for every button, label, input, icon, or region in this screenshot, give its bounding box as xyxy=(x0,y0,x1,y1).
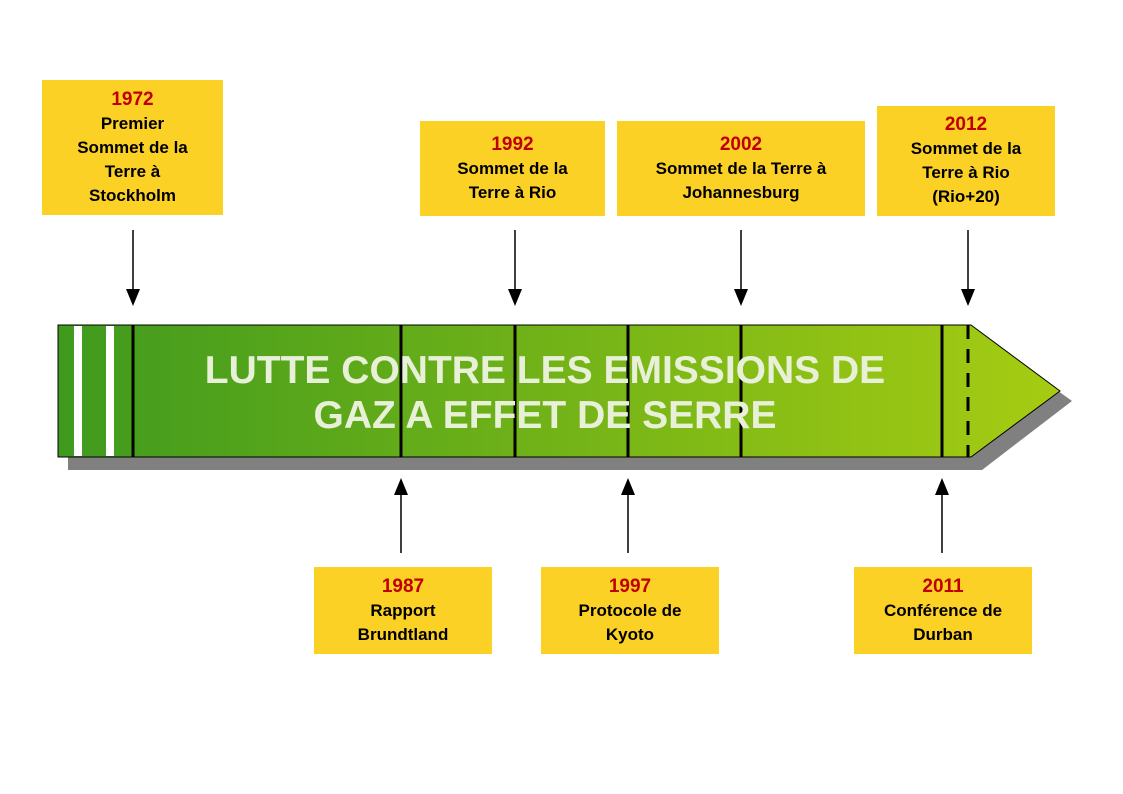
connector-1987 xyxy=(394,478,408,553)
banner-line-1: LUTTE CONTRE LES EMISSIONS DE xyxy=(205,349,885,392)
banner-line-2: GAZ A EFFET DE SERRE xyxy=(314,394,777,437)
event-year: 2002 xyxy=(719,133,763,155)
arrow-stripe-2 xyxy=(106,326,114,456)
event-label: Sommet de la Terre à Johannesburg xyxy=(655,158,827,202)
connector-2002 xyxy=(734,230,748,306)
event-box-2002: 2002 Sommet de la Terre à Johannesburg xyxy=(617,121,865,216)
event-box-1987: 1987 Rapport Brundtland xyxy=(314,567,492,654)
event-label: Protocole de Kyoto xyxy=(578,600,682,644)
event-box-1992: 1992 Sommet de la Terre à Rio xyxy=(420,121,605,216)
event-label: Conférence de Durban xyxy=(883,600,1003,644)
event-box-2011: 2011 Conférence de Durban xyxy=(854,567,1032,654)
event-year: 1992 xyxy=(491,133,534,155)
event-year: 2011 xyxy=(922,575,964,597)
event-year: 1997 xyxy=(608,575,652,597)
event-box-1997: 1997 Protocole de Kyoto xyxy=(541,567,719,654)
event-label: Sommet de la Terre à Rio (Rio+20) xyxy=(910,139,1022,206)
timeline-arrow xyxy=(57,324,1061,458)
connector-1992 xyxy=(508,230,522,306)
connector-1997 xyxy=(621,478,635,553)
event-label: Premier Sommet de la Terre à Stockholm xyxy=(77,113,188,205)
event-year: 1987 xyxy=(381,575,425,597)
event-year: 1972 xyxy=(111,88,154,110)
event-box-2012: 2012 Sommet de la Terre à Rio (Rio+20) xyxy=(877,106,1055,216)
event-label: Sommet de la Terre à Rio xyxy=(457,158,568,202)
event-box-1972: 1972 Premier Sommet de la Terre à Stockh… xyxy=(42,80,223,215)
event-year: 2012 xyxy=(944,114,988,135)
event-label: Rapport Brundtland xyxy=(357,600,449,644)
connector-1972 xyxy=(126,230,140,306)
connector-2011 xyxy=(935,478,949,553)
connector-2012 xyxy=(961,230,975,306)
arrow-stripe-1 xyxy=(74,326,82,456)
